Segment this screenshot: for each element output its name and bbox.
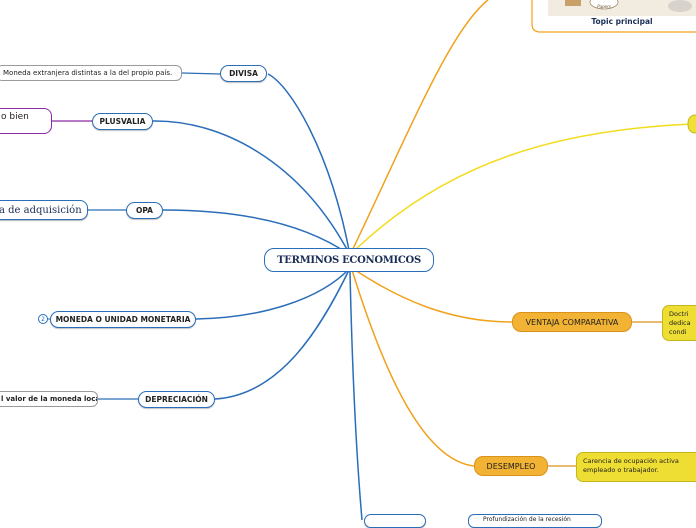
branch-desempleo[interactable]: DESEMPLEO (474, 456, 548, 476)
leaf-bottom-partial[interactable]: Profundización de la recesión (468, 514, 602, 528)
leaf-ventaja-comparativa[interactable]: Doctri dedica condi (662, 305, 696, 341)
topic-card-badge: Papers (597, 3, 611, 9)
leaf-ventaja-line-3: condi (669, 328, 687, 336)
topic-card-shape (668, 0, 692, 12)
connector-bottom (349, 271, 363, 520)
topic-card-frame (531, 0, 696, 33)
leaf-ventaja-line-2: dedica (669, 319, 691, 327)
leaf-desempleo-line-2: empleado o trabajador. (583, 466, 659, 474)
yellow-node-partial (687, 114, 696, 134)
connector-ventaja (351, 267, 513, 323)
branch-divisa[interactable]: DIVISA (220, 65, 267, 82)
topic-card-image (548, 0, 696, 16)
connector-plusvalia (152, 120, 351, 256)
connector-topic (349, 0, 489, 256)
leaf-opa[interactable]: a de adquisición (0, 200, 88, 220)
leaf-ventaja-line-1: Doctri (669, 310, 689, 318)
topic-card-caption: Topic principal (591, 16, 653, 26)
connector-opa (162, 209, 351, 256)
branch-plusvalia[interactable]: PLUSVALIA (92, 113, 153, 130)
leaf-divisa[interactable]: Moneda extranjera distintas a la del pro… (0, 65, 182, 81)
connector-desempleo (351, 269, 475, 467)
connector-divisa (267, 73, 351, 256)
branch-bottom-partial[interactable] (364, 514, 426, 528)
topic-card-badge-circle (589, 0, 619, 10)
central-topic[interactable]: TERMINOS ECONOMICOS (264, 248, 434, 272)
connector-divisa-leaf (181, 72, 221, 75)
branch-depreciacion[interactable]: DEPRECIACIÓN (138, 391, 215, 408)
topic-card-figure (565, 0, 581, 6)
connector-yellow (354, 123, 693, 251)
leaf-desempleo-line-1: Carencia de ocupación activa (583, 457, 679, 465)
collapsed-count-badge[interactable]: 2 (38, 314, 48, 324)
branch-ventaja-comparativa[interactable]: VENTAJA COMPARATIVA (512, 312, 632, 332)
connector-depreciacion (214, 267, 351, 400)
connector-moneda (195, 267, 351, 320)
branch-opa[interactable]: OPA (126, 202, 163, 219)
branch-moneda[interactable]: MONEDA O UNIDAD MONETARIA (50, 311, 196, 328)
leaf-desempleo[interactable]: Carencia de ocupación activa empleado o … (576, 452, 696, 482)
leaf-plusvalia[interactable]: o bien (0, 108, 52, 134)
leaf-depreciacion[interactable]: l valor de la moneda local (0, 391, 98, 407)
